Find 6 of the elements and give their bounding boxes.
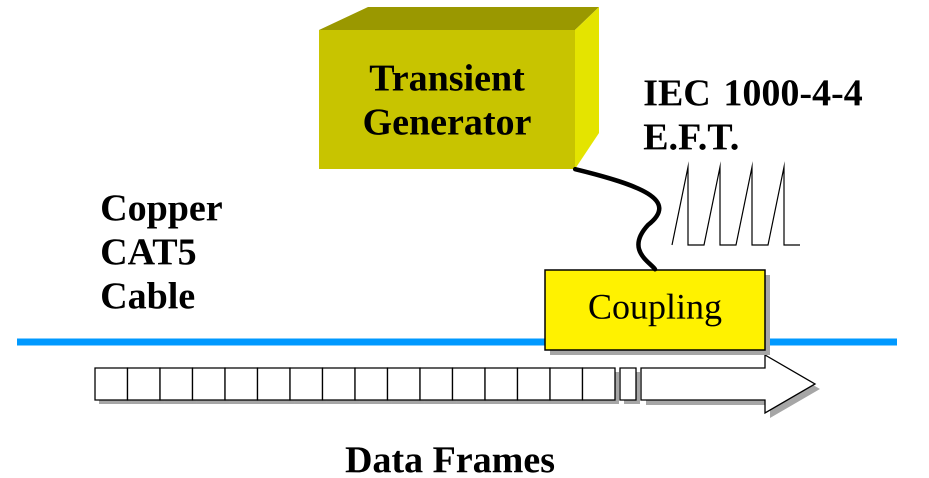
caption-text: IEC 1000-4-4 E.F.T.: [644, 80, 862, 150]
coupling-box: Coupling: [544, 269, 770, 355]
generator-box: Transient Generator: [319, 7, 599, 169]
cable-wire: [572, 166, 662, 272]
caption-text: Data Frames: [346, 447, 554, 473]
caption-text: Copper CAT5 Cable: [102, 195, 222, 309]
